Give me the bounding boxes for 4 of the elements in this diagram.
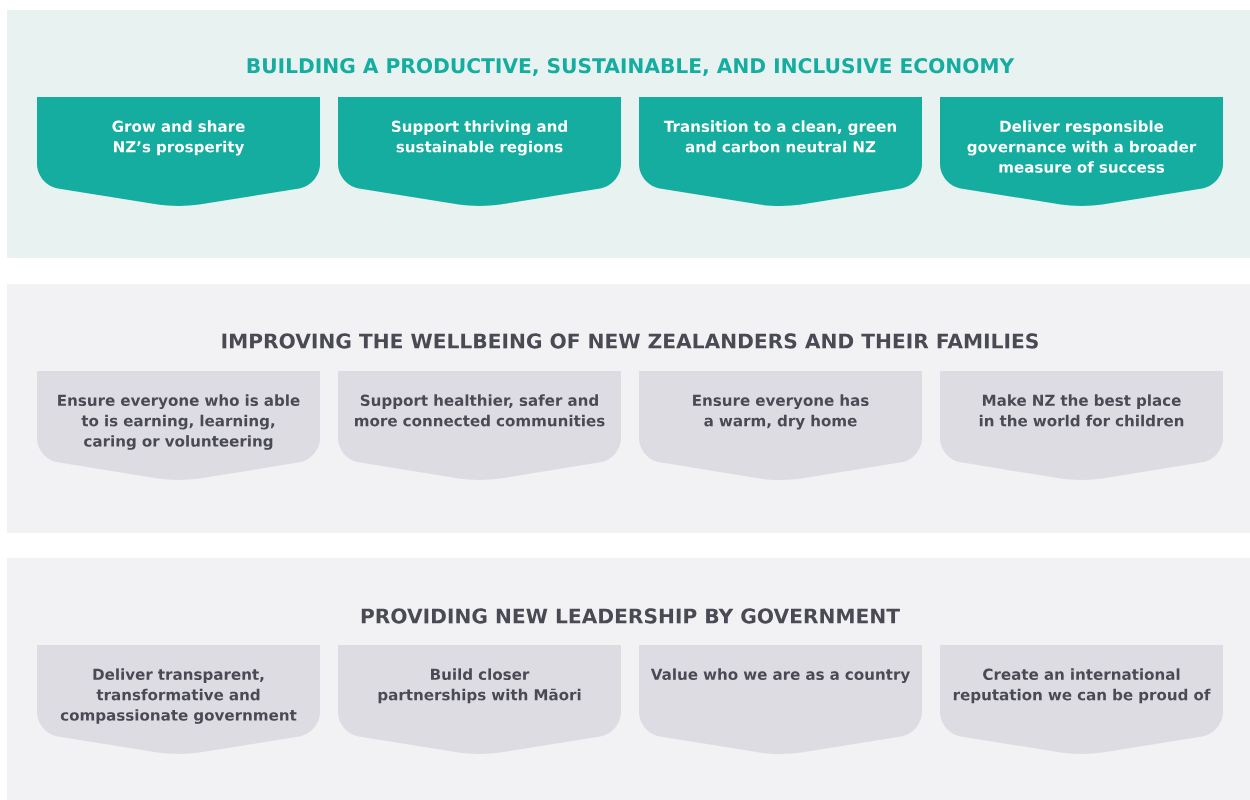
chevron-box: Deliver responsible governance with a broader measure of success (940, 97, 1223, 206)
chevron-box: Transition to a clean, green and carbon neutral NZ (639, 97, 922, 206)
chevron-box: Support thriving and sustainable regions (338, 97, 621, 206)
chevron-box: Grow and share NZ’s prosperity (37, 97, 320, 206)
